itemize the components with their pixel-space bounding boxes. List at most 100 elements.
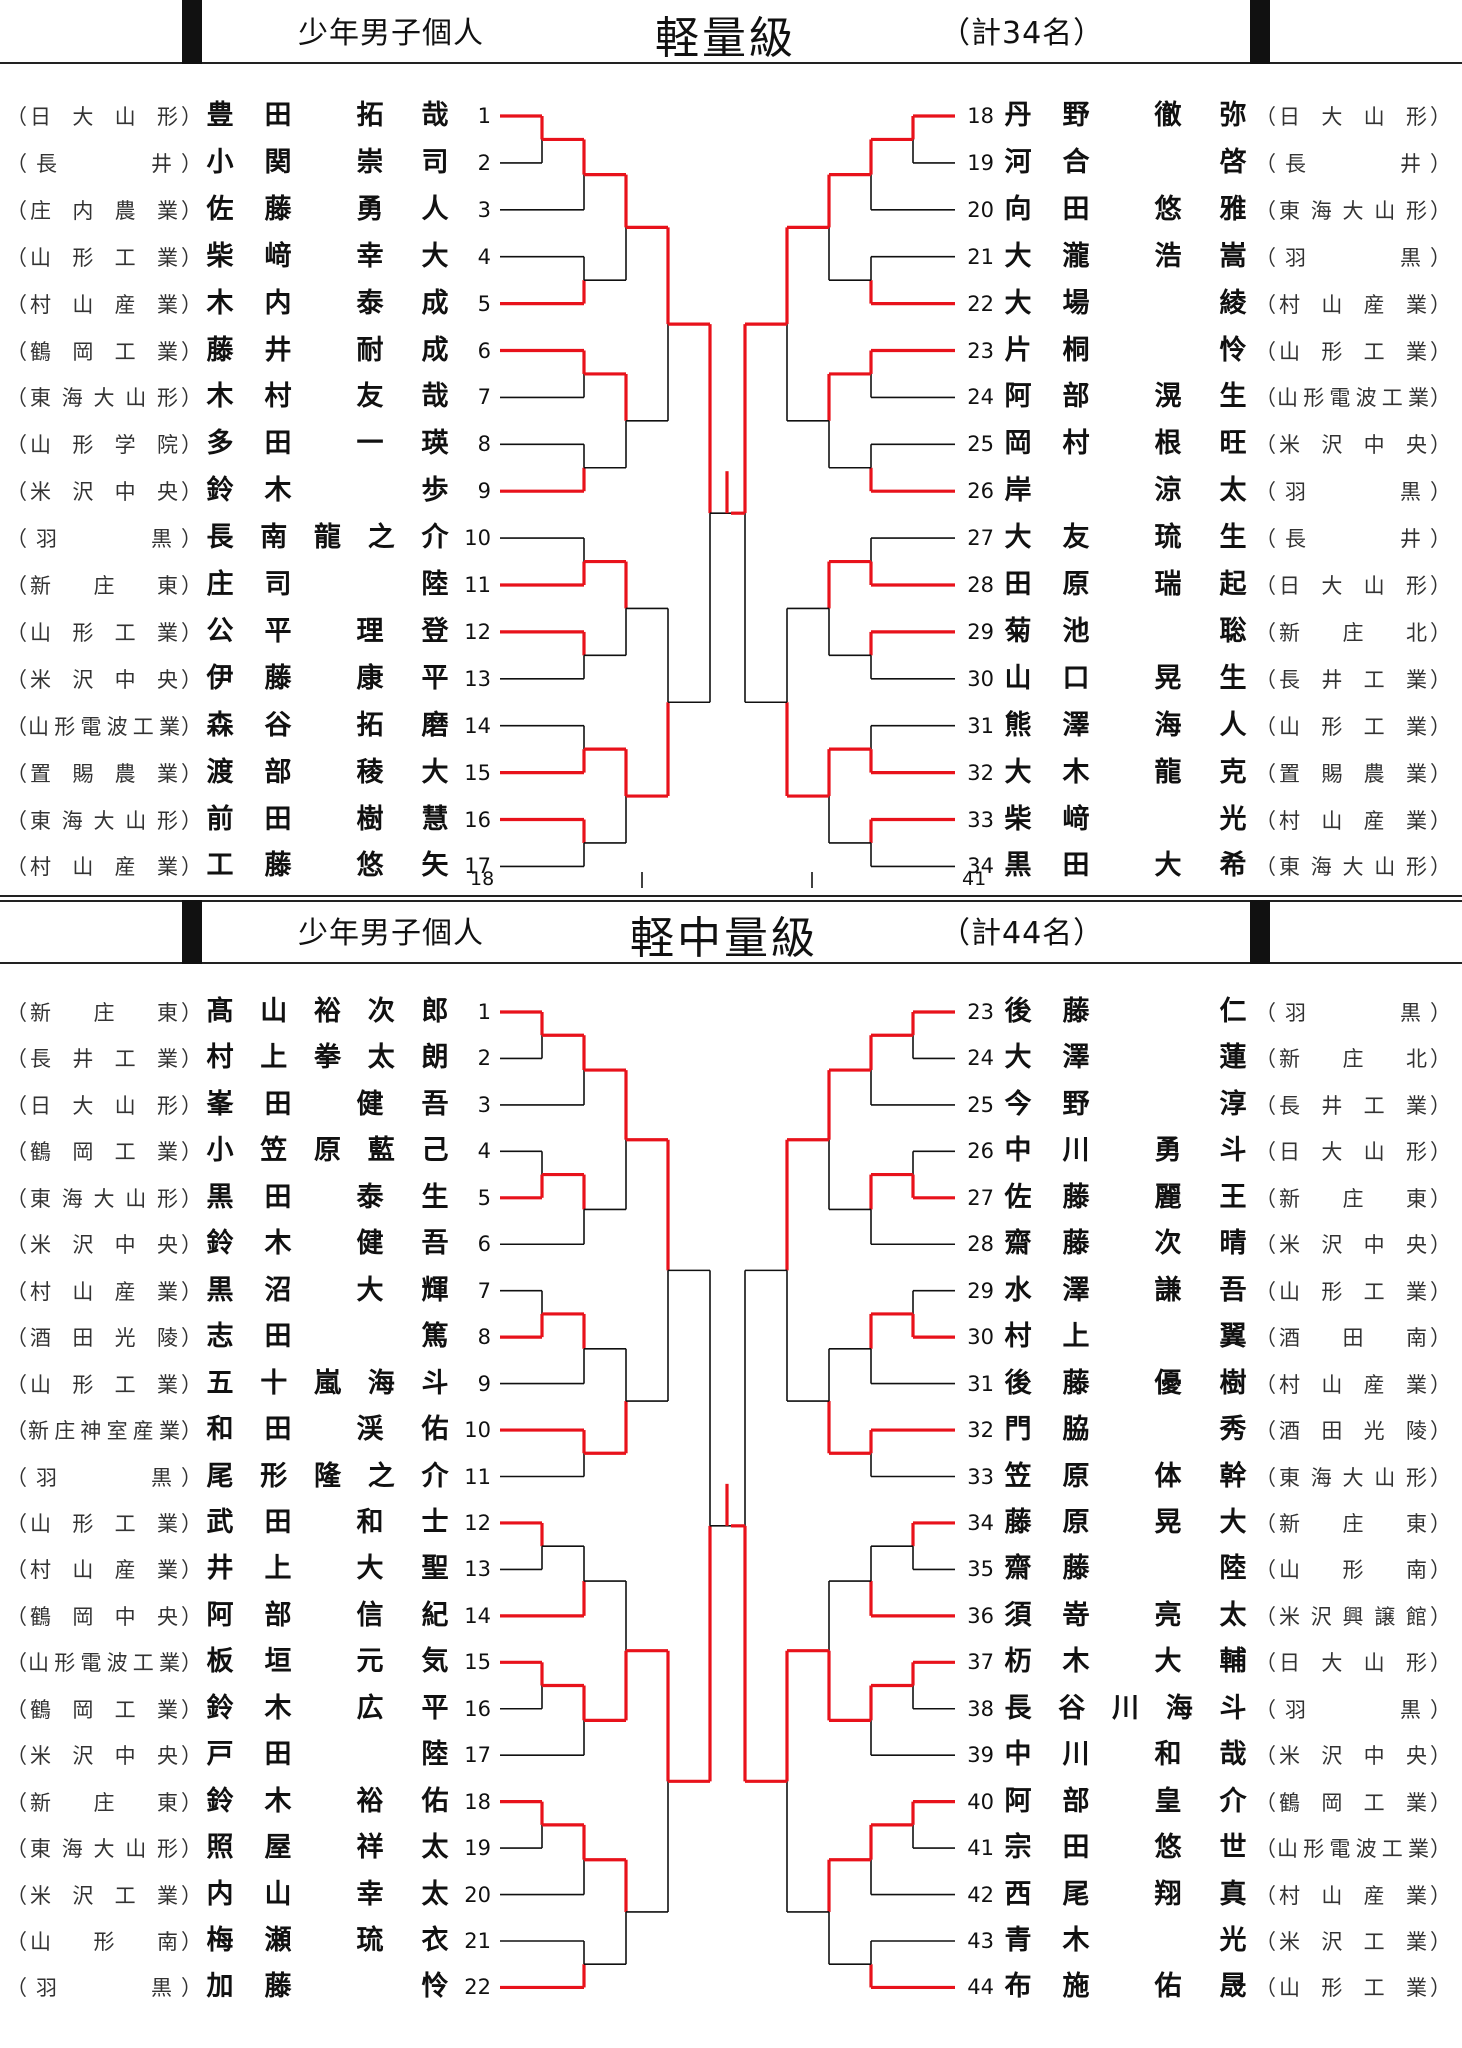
seed-number: 20: [464, 1882, 491, 1907]
seed-number: 22: [967, 291, 994, 316]
seed-number: 32: [967, 760, 994, 785]
seed-number: 14: [464, 713, 491, 738]
seed-number: 20: [967, 197, 994, 222]
seed-number: 29: [967, 1278, 994, 1303]
seed-number: 4: [477, 1139, 491, 1164]
seed-number: 6: [477, 338, 491, 363]
seed-number: 44: [967, 1975, 994, 2000]
section-header: 少年男子個人軽中量級（計44名）: [0, 900, 1462, 964]
seed-number: 19: [967, 150, 994, 175]
seed-number: 43: [967, 1929, 994, 1953]
seed-number: 6: [477, 1232, 491, 1257]
seed-number: 37: [967, 1650, 994, 1675]
seed-number: 11: [464, 1464, 491, 1489]
seed-number: 21: [967, 244, 994, 269]
seed-number: 16: [464, 1696, 491, 1721]
seed-number: 5: [477, 1185, 491, 1210]
seed-number: 42: [967, 1882, 994, 1907]
header-bar-right: [1250, 0, 1270, 64]
seed-number: 30: [967, 666, 994, 691]
seed-number: 24: [967, 1046, 994, 1071]
header-bar-right: [1250, 900, 1270, 964]
seed-number: 12: [464, 619, 491, 644]
seed-number: 13: [464, 666, 491, 691]
seed-number: 18: [464, 1789, 491, 1814]
seed-number: 3: [477, 1092, 491, 1117]
seed-number: 19: [464, 1836, 491, 1861]
seed-number: 23: [967, 338, 994, 363]
seed-number: 17: [464, 1743, 491, 1768]
seed-number: 18: [967, 104, 994, 128]
entrant-count: （計34名）: [940, 16, 1105, 51]
seed-number: 8: [477, 1325, 491, 1350]
seed-number: 36: [967, 1603, 994, 1628]
seed-number: 15: [464, 760, 491, 785]
seed-number: 39: [967, 1743, 994, 1768]
seed-number: 24: [967, 385, 994, 410]
seed-number: 22: [464, 1975, 491, 2000]
player-name: 尾形隆之介: [206, 1460, 449, 1492]
seed-number: 9: [477, 1371, 491, 1396]
seed-number: 27: [967, 1185, 994, 1210]
seed-number: 38: [967, 1696, 994, 1721]
seed-number: 17: [464, 854, 491, 879]
seed-number: 35: [967, 1557, 994, 1582]
seed-number: 29: [967, 619, 994, 644]
seed-number: 27: [967, 526, 994, 551]
seed-number: 3: [477, 197, 491, 222]
seed-number: 7: [477, 1278, 491, 1303]
entrant-count: （計44名）: [940, 916, 1105, 951]
seed-number: 25: [967, 1092, 994, 1117]
seed-number: 32: [967, 1418, 994, 1443]
seed-number: 21: [464, 1929, 491, 1953]
seed-number: 30: [967, 1325, 994, 1350]
seed-number: 34: [967, 1510, 994, 1535]
seed-number: 41: [967, 1836, 994, 1861]
section-header: 少年男子個人軽量級（計34名）: [0, 0, 1462, 64]
player-name: 長谷川海斗: [1004, 1692, 1247, 1724]
seed-number: 15: [464, 1650, 491, 1675]
seed-number: 1: [477, 1000, 491, 1024]
header-bottom-rule: [0, 62, 1462, 64]
header-bar-left: [182, 0, 202, 64]
